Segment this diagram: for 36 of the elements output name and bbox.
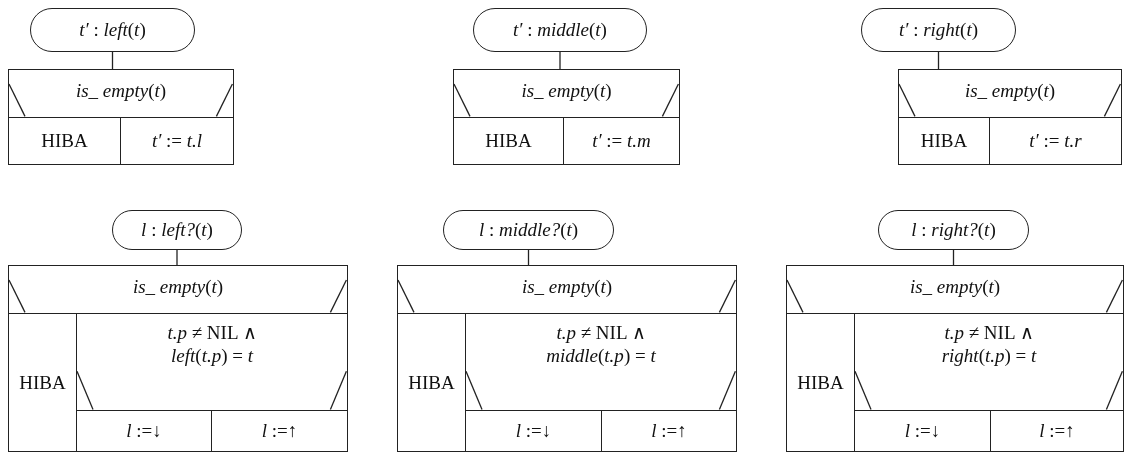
function-signature: l : middle?(t) bbox=[478, 219, 579, 241]
connector-line bbox=[952, 249, 955, 266]
statement-text: HIBA bbox=[797, 371, 844, 394]
connector-line bbox=[937, 51, 940, 70]
statement-text: HIBA bbox=[19, 371, 66, 394]
statement-text: HIBA bbox=[485, 130, 532, 152]
statement-text: t′ := t.r bbox=[1029, 130, 1082, 152]
function-signature: t′ : middle(t) bbox=[513, 19, 607, 41]
statement-text: HIBA bbox=[920, 130, 968, 152]
statement-text: HIBA bbox=[408, 371, 455, 394]
statement-text: l :=↑ bbox=[1039, 420, 1075, 442]
condition-text: is_ empty(t) bbox=[909, 276, 1001, 298]
condition-text: t.p ≠ NIL ∧ right(t.p) = t bbox=[940, 322, 1038, 368]
statement-text: HIBA bbox=[41, 130, 88, 152]
condition-text: is_ empty(t) bbox=[964, 80, 1056, 102]
condition-text: is_ empty(t) bbox=[75, 80, 167, 102]
statement-text: t′ := t.l bbox=[151, 130, 203, 152]
statement-text: l :=↓ bbox=[515, 420, 552, 442]
function-signature: l : left?(t) bbox=[141, 219, 213, 241]
connector-line bbox=[527, 249, 530, 266]
condition-text: t.p ≠ NIL ∧ middle(t.p) = t bbox=[545, 322, 657, 368]
function-signature: t′ : right(t) bbox=[898, 19, 979, 41]
statement-text: t′ := t.m bbox=[592, 130, 651, 152]
condition-text: is_ empty(t) bbox=[521, 276, 613, 298]
connector-line bbox=[111, 51, 114, 70]
condition-text: is_ empty(t) bbox=[132, 276, 224, 298]
connector-line bbox=[559, 51, 561, 70]
statement-text: l :=↓ bbox=[126, 420, 162, 442]
function-signature: t′ : left(t) bbox=[79, 19, 146, 41]
statement-text: l :=↓ bbox=[904, 420, 941, 442]
condition-text: is_ empty(t) bbox=[521, 80, 612, 102]
statement-text: l :=↑ bbox=[651, 420, 687, 442]
function-signature: l : right?(t) bbox=[911, 219, 996, 241]
statement-text: l :=↑ bbox=[261, 420, 298, 442]
connector-line bbox=[176, 249, 178, 266]
condition-text: t.p ≠ NIL ∧ left(t.p) = t bbox=[166, 322, 258, 368]
